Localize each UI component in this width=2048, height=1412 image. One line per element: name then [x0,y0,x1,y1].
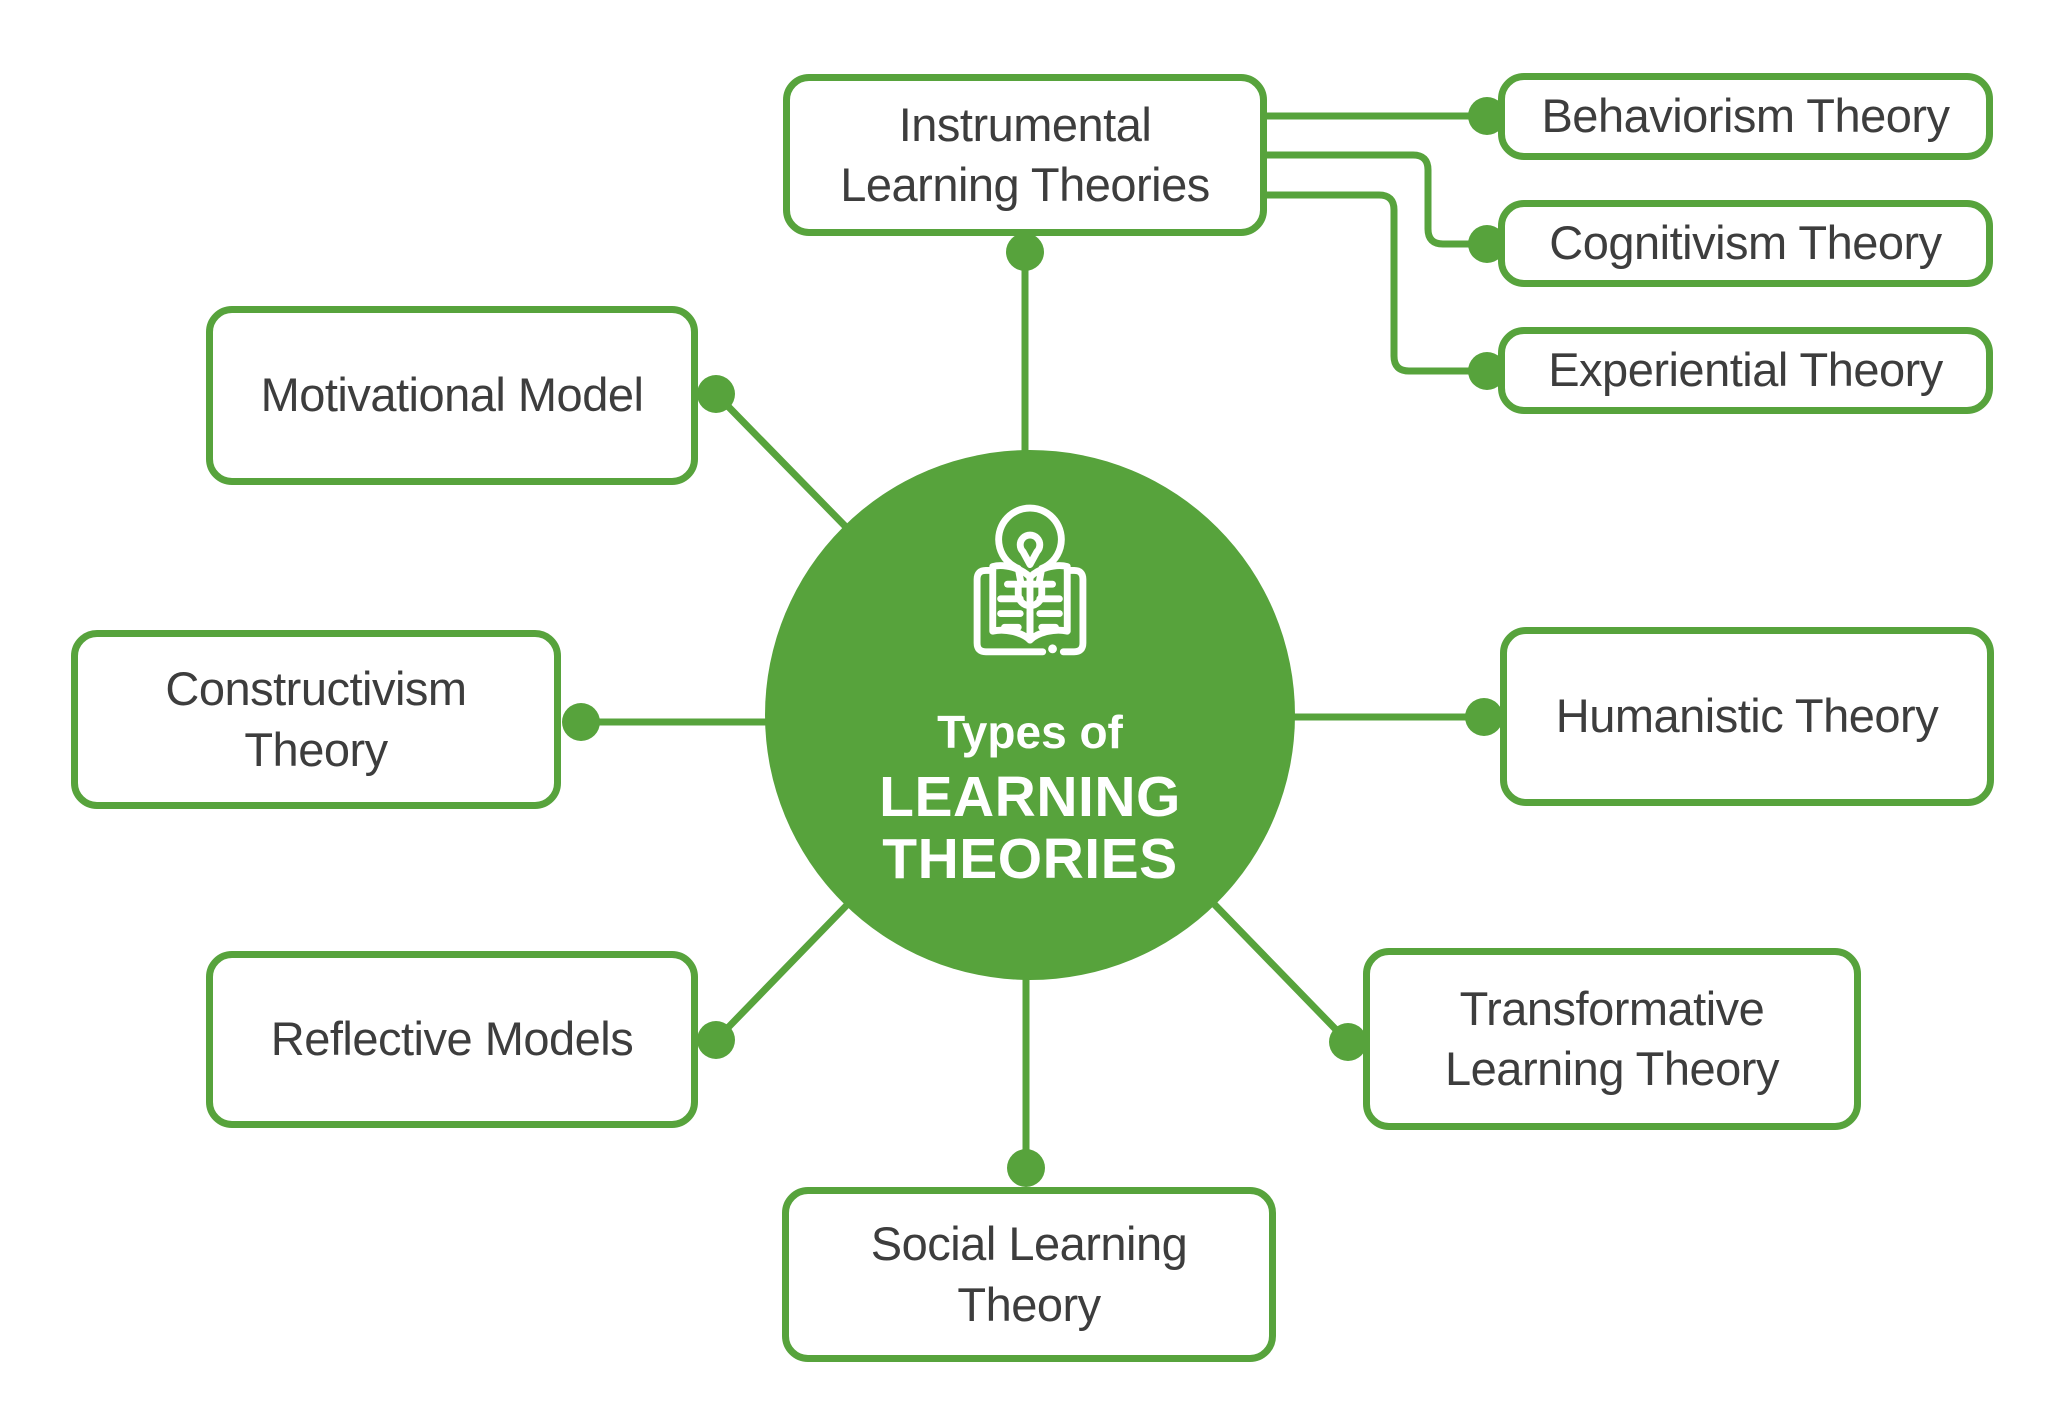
central-subtitle: Types of [937,706,1123,758]
node-label: Constructivism Theory [165,662,467,776]
connector-dot-cognitivism [1468,225,1506,263]
node-experiential-theory: Experiential Theory [1498,327,1993,414]
connector-experiential [1263,191,1491,375]
connector-dot-constructivism [562,703,600,741]
connector-reflective [712,902,850,1044]
central-node: Types of LEARNING THEORIES [765,450,1295,980]
node-label: Humanistic Theory [1555,689,1939,743]
connector-motivational [712,390,849,530]
node-label: Transformative Learning Theory [1445,981,1779,1095]
node-social-learning-theory: Social Learning Theory [782,1187,1276,1362]
connector-dot-experiential [1468,352,1506,390]
node-instrumental-learning-theories: Instrumental Learning Theories [783,74,1267,236]
connector-transformative [1211,901,1352,1046]
node-label: Behaviorism Theory [1541,89,1950,143]
node-humanistic-theory: Humanistic Theory [1500,627,1994,806]
connector-dot-behaviorism [1468,97,1506,135]
connector-dot-instrumental [1006,233,1044,271]
node-motivational-model: Motivational Model [206,306,698,485]
node-label: Instrumental Learning Theories [840,97,1210,211]
node-cognitivism-theory: Cognitivism Theory [1498,200,1993,287]
node-transformative-learning-theory: Transformative Learning Theory [1363,948,1861,1130]
node-behaviorism-theory: Behaviorism Theory [1498,73,1993,160]
central-title: LEARNING THEORIES [879,765,1181,891]
connector-dot-motivational [697,375,735,413]
node-label: Experiential Theory [1548,343,1943,397]
node-reflective-models: Reflective Models [206,951,698,1128]
node-label: Social Learning Theory [870,1217,1188,1331]
node-label: Cognitivism Theory [1549,216,1942,270]
connector-dot-reflective [697,1021,735,1059]
connector-dot-humanistic [1465,698,1503,736]
connector-dot-transformative [1329,1023,1367,1061]
node-label: Reflective Models [270,1012,634,1066]
open-book-lightbulb-icon [973,504,1087,656]
node-constructivism-theory: Constructivism Theory [71,630,561,809]
connector-cognitivism [1263,151,1491,248]
node-label: Motivational Model [260,368,644,422]
connector-dot-social [1007,1149,1045,1187]
